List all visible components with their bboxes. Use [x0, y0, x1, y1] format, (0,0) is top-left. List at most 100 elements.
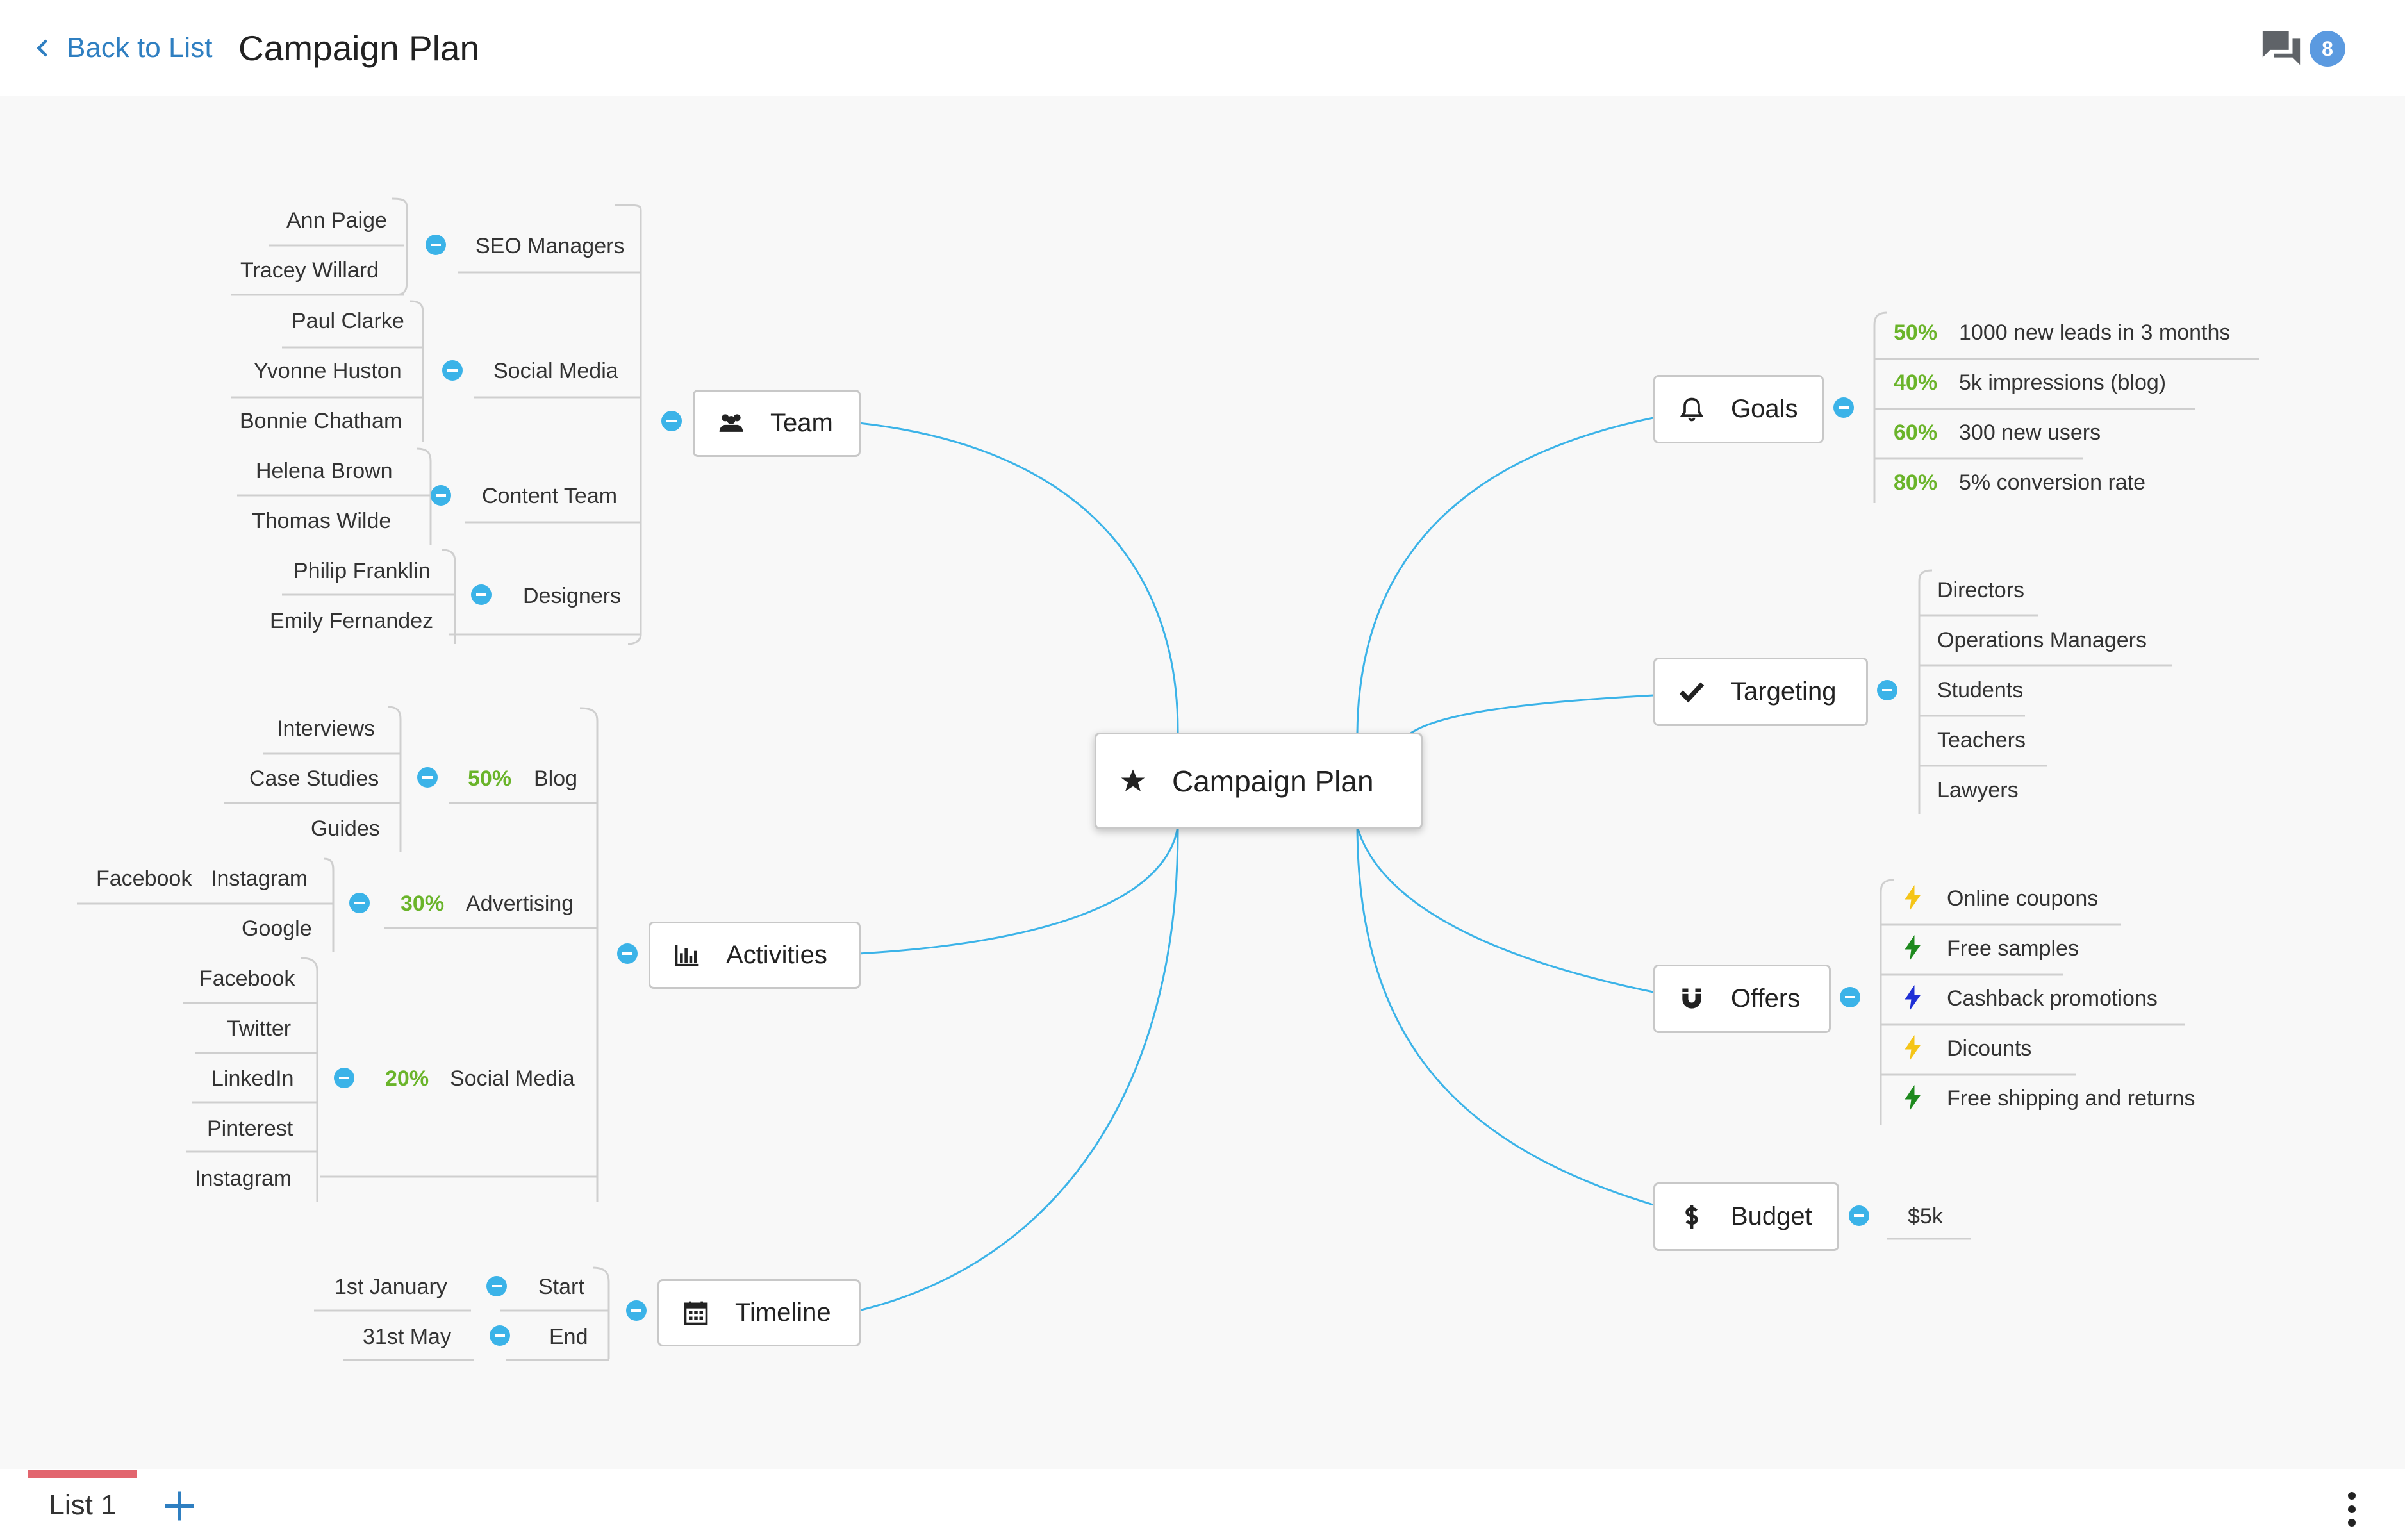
- tab-label: List 1: [49, 1489, 117, 1521]
- offers-node[interactable]: Offers: [1653, 965, 1831, 1033]
- collapse-offers-toggle[interactable]: [1840, 987, 1860, 1007]
- team-member[interactable]: Tracey Willard: [240, 258, 379, 283]
- users-icon: [715, 408, 747, 440]
- targeting-node-label: Targeting: [1731, 677, 1837, 706]
- team-member[interactable]: Paul Clarke: [292, 309, 404, 333]
- activities-node[interactable]: Activities: [649, 922, 861, 989]
- goal-percent: 80%: [1894, 470, 1938, 495]
- collapse-toggle[interactable]: [334, 1068, 354, 1088]
- collapse-toggle[interactable]: [426, 235, 446, 255]
- back-to-list-link[interactable]: Back to List: [32, 26, 212, 70]
- target-item[interactable]: Directors: [1937, 578, 2025, 602]
- team-member[interactable]: Helena Brown: [256, 459, 393, 483]
- collapse-targeting-toggle[interactable]: [1877, 680, 1897, 700]
- collapse-goals-toggle[interactable]: [1833, 397, 1854, 418]
- budget-item[interactable]: $5k: [1908, 1204, 1943, 1229]
- collapse-toggle[interactable]: [486, 1276, 507, 1296]
- activity-child[interactable]: Instagram: [211, 866, 308, 891]
- more-vertical-icon[interactable]: [2342, 1490, 2361, 1528]
- bar-chart-icon: [671, 940, 703, 972]
- notification-badge[interactable]: 8: [2310, 31, 2345, 67]
- team-member[interactable]: Ann Paige: [286, 208, 387, 233]
- activity-child[interactable]: Facebook: [199, 966, 295, 991]
- offer-label[interactable]: Free shipping and returns: [1947, 1086, 2195, 1111]
- goal-percent: 40%: [1894, 370, 1938, 395]
- calendar-icon: [680, 1297, 712, 1329]
- goal-label[interactable]: 5k impressions (blog): [1959, 370, 2167, 395]
- activity-child[interactable]: Pinterest: [207, 1116, 293, 1141]
- central-node[interactable]: Campaign Plan: [1095, 733, 1423, 829]
- bottom-bar: [0, 1469, 2405, 1540]
- budget-node-label: Budget: [1731, 1202, 1812, 1230]
- activity-child[interactable]: Google: [242, 916, 312, 941]
- tab-list-1[interactable]: List 1: [28, 1470, 137, 1540]
- team-node[interactable]: Team: [693, 390, 861, 457]
- activity-child[interactable]: Facebook: [96, 866, 192, 891]
- timeline-label[interactable]: End: [549, 1325, 588, 1349]
- activity-child[interactable]: Interviews: [277, 716, 376, 741]
- collapse-toggle[interactable]: [490, 1325, 510, 1346]
- collapse-toggle[interactable]: [349, 893, 370, 913]
- team-member[interactable]: Yvonne Huston: [254, 359, 402, 383]
- collapse-timeline-toggle[interactable]: [626, 1300, 647, 1321]
- budget-node[interactable]: Budget: [1653, 1182, 1839, 1251]
- team-group-label[interactable]: SEO Managers: [475, 234, 625, 258]
- goal-label[interactable]: 300 new users: [1959, 420, 2101, 445]
- activity-percent: 30%: [401, 891, 445, 916]
- timeline-value[interactable]: 31st May: [363, 1325, 451, 1349]
- target-item[interactable]: Operations Managers: [1937, 628, 2147, 652]
- activity-child[interactable]: LinkedIn: [211, 1066, 294, 1091]
- timeline-node-label: Timeline: [735, 1298, 831, 1327]
- offer-label[interactable]: Cashback promotions: [1947, 986, 2158, 1011]
- collapse-budget-toggle[interactable]: [1849, 1205, 1869, 1226]
- collapse-toggle[interactable]: [431, 485, 451, 506]
- chat-button[interactable]: [2259, 26, 2304, 70]
- chevron-left-icon: [37, 39, 48, 57]
- goal-label[interactable]: 1000 new leads in 3 months: [1959, 320, 2231, 345]
- activity-child[interactable]: Guides: [311, 816, 380, 841]
- target-item[interactable]: Teachers: [1937, 728, 2026, 752]
- goal-percent: 60%: [1894, 420, 1938, 445]
- bolt-icon: [1905, 1085, 1921, 1111]
- timeline-value[interactable]: 1st January: [335, 1275, 447, 1299]
- target-item[interactable]: Lawyers: [1937, 778, 2019, 802]
- plus-icon[interactable]: [160, 1487, 199, 1525]
- team-group-label[interactable]: Designers: [523, 584, 622, 608]
- collapse-team-toggle[interactable]: [661, 411, 682, 431]
- collapse-toggle[interactable]: [442, 360, 463, 381]
- offer-label[interactable]: Dicounts: [1947, 1036, 2032, 1061]
- goals-node[interactable]: Goals: [1653, 375, 1824, 443]
- team-member[interactable]: Philip Franklin: [293, 559, 431, 583]
- page-title: Campaign Plan: [238, 28, 480, 68]
- offers-node-label: Offers: [1731, 984, 1801, 1013]
- activity-child[interactable]: Instagram: [195, 1166, 292, 1191]
- magnet-icon: [1676, 983, 1708, 1015]
- activity-label[interactable]: Advertising: [466, 891, 574, 916]
- targeting-node[interactable]: Targeting: [1653, 658, 1868, 726]
- target-item[interactable]: Students: [1937, 678, 2024, 702]
- active-tab-indicator: [28, 1470, 137, 1478]
- chat-icon: [2262, 31, 2301, 65]
- timeline-label[interactable]: Start: [538, 1275, 584, 1299]
- timeline-node[interactable]: Timeline: [657, 1279, 861, 1346]
- team-group-label[interactable]: Content Team: [482, 484, 618, 508]
- dollar-icon: [1676, 1201, 1708, 1233]
- activity-child[interactable]: Case Studies: [249, 766, 379, 791]
- collapse-toggle[interactable]: [471, 584, 492, 605]
- bell-icon: [1676, 393, 1708, 426]
- team-member[interactable]: Emily Fernandez: [270, 609, 434, 633]
- offer-label[interactable]: Free samples: [1947, 936, 2079, 961]
- team-group-label[interactable]: Social Media: [493, 359, 618, 383]
- activity-label[interactable]: Blog: [534, 766, 578, 791]
- check-icon: [1676, 676, 1708, 708]
- team-member[interactable]: Thomas Wilde: [252, 509, 392, 533]
- collapse-activities-toggle[interactable]: [617, 943, 638, 964]
- offer-label[interactable]: Online coupons: [1947, 886, 2099, 911]
- activity-child[interactable]: Twitter: [227, 1016, 292, 1041]
- team-member[interactable]: Bonnie Chatham: [240, 409, 402, 433]
- goal-percent: 50%: [1894, 320, 1938, 345]
- collapse-toggle[interactable]: [417, 767, 438, 788]
- goal-label[interactable]: 5% conversion rate: [1959, 470, 2146, 495]
- activity-label[interactable]: Social Media: [450, 1066, 575, 1091]
- activity-percent: 20%: [385, 1066, 429, 1091]
